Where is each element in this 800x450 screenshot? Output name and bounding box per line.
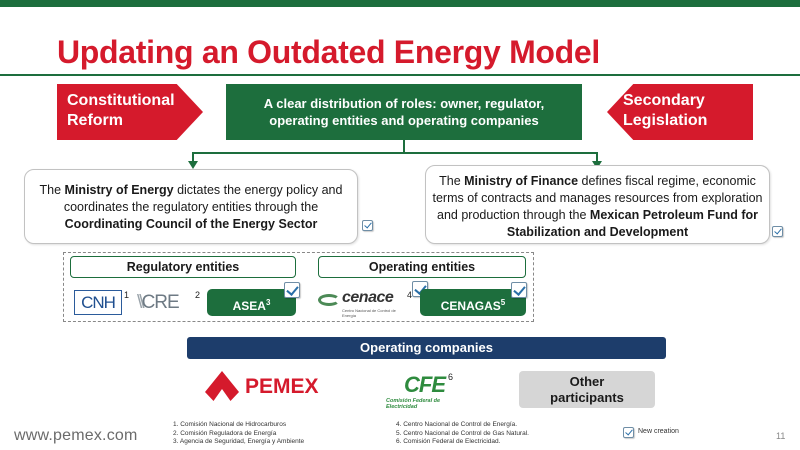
asea-new-creation-check-icon	[284, 282, 300, 298]
constitutional-reform-label: Constitutional Reform	[67, 92, 175, 129]
arrow-head-left-icon	[188, 161, 198, 169]
petroleum-fund-name: Mexican Petroleum Fund for Stabilization…	[506, 208, 758, 239]
pemex-logo: PEMEX	[205, 369, 335, 405]
cenace-logo: cenace Centro Nacional de Control de Ene…	[318, 289, 406, 318]
ministry-finance-desc: defines fiscal regime, economic terms of…	[432, 174, 763, 222]
cfe-logo-subtitle: Comisión Federal de Electricidad	[386, 398, 441, 410]
legend-check-icon	[623, 427, 634, 438]
top-bar	[0, 0, 800, 7]
regulatory-entities-header: Regulatory entities	[70, 256, 296, 278]
operating-companies-bar: Operating companies	[187, 337, 666, 359]
cfe-logo-text: CFE	[404, 372, 446, 397]
ministry-energy-bubble: The Ministry of Energy dictates the ener…	[24, 169, 358, 244]
asea-pill: ASEA3	[207, 289, 296, 316]
cenagas-label: CENAGAS	[440, 299, 501, 313]
roles-distribution-text: A clear distribution of roles: owner, re…	[263, 96, 545, 128]
cre-footnote-ref: 2	[195, 290, 201, 300]
new-creation-legend: New creation	[638, 428, 679, 435]
pemex-eagle-icon	[205, 371, 239, 401]
footnotes-right: 4. Centro Nacional de Control de Energía…	[396, 421, 529, 447]
cenace-footnote-ref: 4	[407, 290, 413, 300]
entities-group	[63, 252, 534, 322]
secondary-legislation-arrow: Secondary Legislation	[607, 84, 753, 140]
asea-footnote-ref: 3	[265, 298, 271, 307]
connector-horizontal	[192, 152, 597, 154]
secondary-legislation-label: Secondary Legislation	[623, 92, 708, 129]
cenagas-footnote-ref: 5	[500, 298, 506, 307]
cre-slash-icon: \\	[137, 292, 144, 313]
page-number: 11	[776, 431, 786, 441]
cenagas-pill: CENAGAS5	[420, 289, 526, 316]
connector-vertical	[403, 140, 405, 153]
footnote-2: 2. Comisión Reguladora de Energía	[173, 429, 277, 437]
ministry-energy-pre: The	[39, 183, 65, 197]
operating-entities-header: Operating entities	[318, 256, 526, 278]
footnotes-left: 1. Comisión Nacional de Hidrocarburos 2.…	[173, 421, 304, 447]
other-participants-label: Other participants	[550, 374, 624, 405]
cfe-footnote-ref: 6	[448, 372, 454, 382]
cnh-logo: CNH	[74, 290, 122, 315]
roles-distribution-box: A clear distribution of roles: owner, re…	[226, 84, 582, 140]
coordinating-council-name: Coordinating Council of the Energy Secto…	[64, 217, 318, 231]
footnote-3: 3. Agencia de Seguridad, Energía y Ambie…	[173, 438, 305, 445]
ministry-energy-desc: dictates the energy policy and coordinat…	[63, 183, 343, 214]
title-divider	[0, 74, 800, 76]
cenace-logo-text: cenace	[342, 289, 394, 306]
cenace-swoosh-icon	[318, 294, 340, 306]
constitutional-reform-arrow: Constitutional Reform	[57, 84, 203, 140]
pemex-logo-text: PEMEX	[245, 375, 319, 398]
ministry-finance-pre: The	[439, 174, 465, 188]
ministry-finance-bubble: The Ministry of Finance defines fiscal r…	[425, 165, 770, 244]
cfe-logo: CFE Comisión Federal de Electricidad	[386, 372, 470, 410]
cre-logo-text: CRE	[141, 292, 180, 313]
footnote-1: 1. Comisión Nacional de Hidrocarburos	[173, 421, 287, 428]
website-url: www.pemex.com	[14, 427, 138, 444]
cnh-footnote-ref: 1	[124, 290, 130, 300]
new-creation-check-icon	[772, 226, 783, 237]
footnote-5: 5. Centro Nacional de Control de Gas Nat…	[396, 429, 529, 437]
new-creation-check-icon	[362, 220, 373, 231]
page-title: Updating an Outdated Energy Model	[57, 34, 601, 70]
footnote-6: 6. Comisión Federal de Electricidad.	[396, 438, 501, 445]
asea-label: ASEA	[232, 299, 266, 313]
other-participants-box: Other participants	[519, 371, 655, 408]
ministry-finance-name: Ministry of Finance	[464, 174, 579, 188]
cre-logo: \\CRE	[137, 290, 180, 315]
cenace-logo-subtitle: Centro Nacional de Control de Energía	[342, 308, 396, 318]
footnote-4: 4. Centro Nacional de Control de Energía…	[396, 421, 518, 428]
connector-right-drop	[596, 152, 598, 162]
connector-left-drop	[192, 152, 194, 162]
cenagas-new-creation-check-icon	[511, 282, 527, 298]
ministry-energy-name: Ministry of Energy	[64, 183, 174, 197]
